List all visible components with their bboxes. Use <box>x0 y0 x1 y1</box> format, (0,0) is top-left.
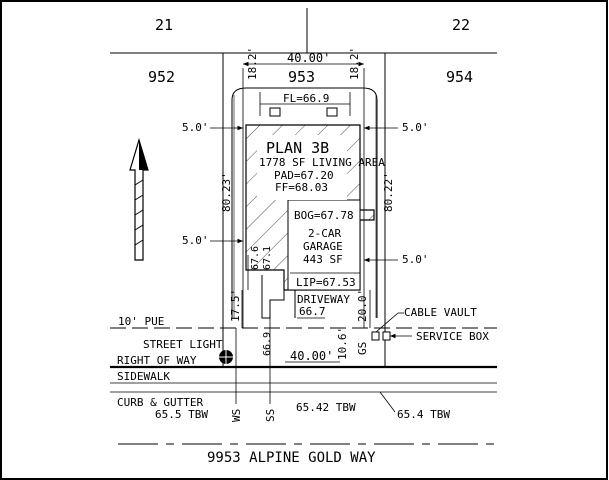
lot-width-bottom: 40.00' <box>290 349 333 363</box>
cable-vault-label: CABLE VAULT <box>404 306 477 319</box>
depth-right: 80.22' <box>382 172 395 212</box>
ss-label: SS <box>264 409 277 422</box>
front-dim-left: 17.5' <box>229 289 242 322</box>
setback-right-top: 5.0' <box>402 121 429 134</box>
setback-right-bottom: 5.0' <box>402 253 429 266</box>
setback-left-top: 5.0' <box>182 121 209 134</box>
setback-left-bottom: 5.0' <box>182 234 209 247</box>
curb-gutter-label: CURB & GUTTER <box>117 396 203 409</box>
corner-dim-right: 18.2' <box>348 47 361 80</box>
lot-center-number: 953 <box>288 68 315 86</box>
lip-elevation: LIP=67.53 <box>296 276 356 289</box>
garage-line3: 443 SF <box>303 253 343 266</box>
garage-line1: 2-CAR <box>308 227 341 240</box>
living-area: 1778 SF LIVING AREA <box>259 156 385 169</box>
gs-label: GS <box>356 342 369 355</box>
depth-left: 80.23' <box>220 172 233 212</box>
cable-vault <box>371 331 380 341</box>
lot-right-number: 954 <box>446 68 473 86</box>
ff-elevation: FF=68.03 <box>275 181 328 194</box>
north-arrow-icon <box>129 137 149 261</box>
ws-label: WS <box>230 409 243 422</box>
service-box <box>382 331 391 341</box>
tbw-right: 65.4 TBW <box>397 408 450 421</box>
street-light-label: STREET LIGHT <box>143 338 223 351</box>
driveway <box>261 275 296 319</box>
street-address: 9953 ALPINE GOLD WAY <box>207 450 376 466</box>
pue-label: 10' PUE <box>118 315 164 328</box>
pad-elevation: PAD=67.20 <box>274 169 334 182</box>
sidewalk-label: SIDEWALK <box>117 370 170 383</box>
plan-name: PLAN 3B <box>266 139 329 157</box>
right-of-way-label: RIGHT OF WAY <box>117 354 197 367</box>
driveway-elevation: 66.7 <box>299 305 326 318</box>
grade-66-9: 66.9 <box>262 332 273 356</box>
driveway-label: DRIVEWAY <box>297 293 350 306</box>
front-dim-right: 20.0' <box>356 289 369 322</box>
grade-67-6: 67.6 <box>250 246 261 270</box>
fl-elevation: FL=66.9 <box>283 92 329 105</box>
block-right-number: 22 <box>452 16 470 34</box>
corner-dim-left: 18.2' <box>246 47 259 80</box>
service-box-label: SERVICE BOX <box>416 330 489 343</box>
tbw-center: 65.42 TBW <box>296 401 356 414</box>
garage <box>287 199 361 291</box>
bog-elevation: BOG=67.78 <box>294 209 354 222</box>
garage-line2: GARAGE <box>303 240 343 253</box>
lot-left-number: 952 <box>148 68 175 86</box>
grade-67-1: 67.1 <box>262 246 273 270</box>
front-dim-right-small: 10.6' <box>336 327 349 360</box>
tbw-left: 65.5 TBW <box>155 408 208 421</box>
block-left-number: 21 <box>155 16 173 34</box>
lot-width-top: 40.00' <box>287 51 330 65</box>
